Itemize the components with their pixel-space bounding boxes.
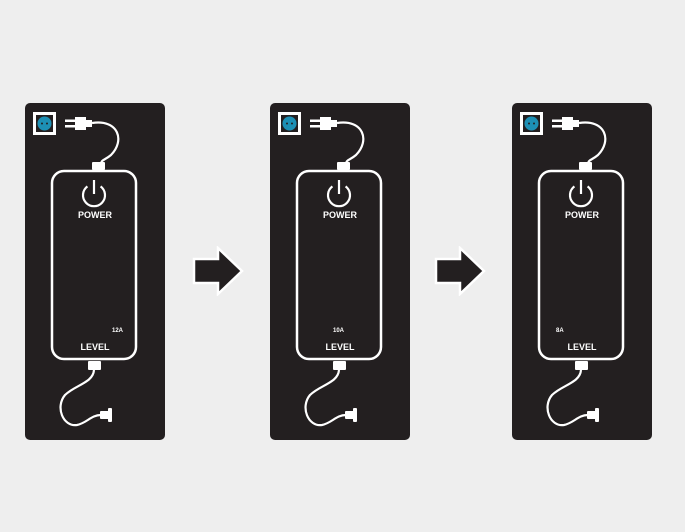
plug-icon [552,117,579,130]
charger-illustration [520,112,625,427]
socket-icon [520,112,543,135]
level-label: LEVEL [325,342,355,352]
power-cord [91,121,120,166]
power-label: POWER [322,210,357,220]
power-icon [81,180,107,208]
power-icon [568,180,594,208]
charger-illustration [33,112,138,427]
socket-icon [278,112,301,135]
current-level-value: 8A [556,328,564,334]
charger-connector-icon [587,408,599,422]
cord-connector-bottom [575,361,588,370]
current-level-value: 12A [112,328,124,334]
charger-body [295,169,383,361]
cord-connector-top [337,162,350,170]
cord-connector-bottom [333,361,346,370]
plug-icon [310,117,337,130]
charger-connector-icon [100,408,112,422]
power-label: POWER [564,210,599,220]
charger-body [537,169,625,361]
cord-connector-top [579,162,592,170]
current-level-value: 10A [333,328,345,334]
charger-connector-icon [345,408,357,422]
level-label: LEVEL [80,342,110,352]
socket-icon [33,112,56,135]
plug-icon [65,117,92,130]
power-cord [336,121,365,166]
level-label: LEVEL [567,342,597,352]
power-cord [578,121,607,166]
arrow-right-icon [434,246,486,296]
charging-cable [546,369,589,427]
arrow-right-icon [192,246,244,296]
charging-cable [304,369,347,427]
power-label: POWER [77,210,112,220]
charger-panel-1: POWER 12A LEVEL [25,103,165,440]
charger-panel-2: POWER 10A LEVEL [270,103,410,440]
cord-connector-bottom [88,361,101,370]
power-icon [326,180,352,208]
charger-body [50,169,138,361]
charger-illustration [278,112,383,427]
cord-connector-top [92,162,105,170]
charger-panel-3: POWER 8A LEVEL [512,103,652,440]
charging-cable [59,369,102,427]
